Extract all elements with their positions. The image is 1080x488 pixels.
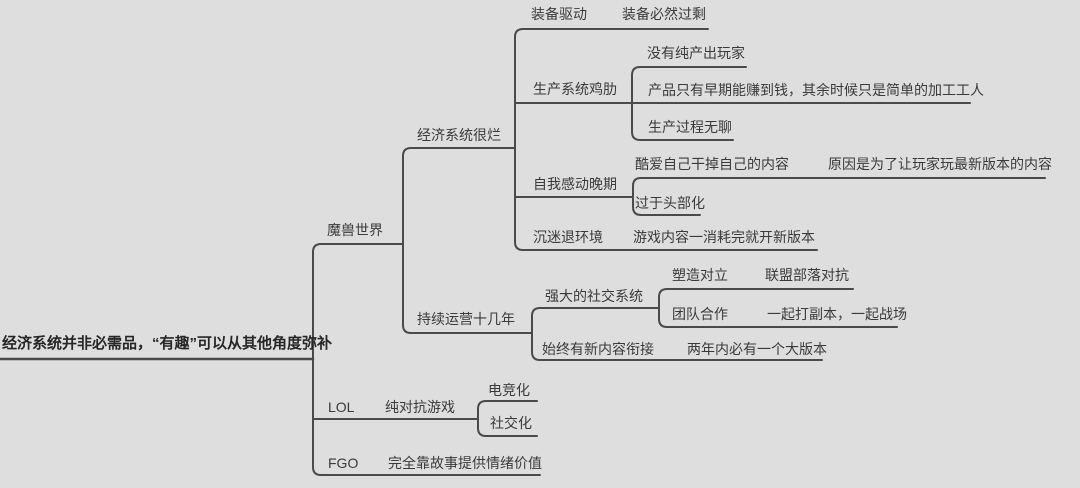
node-product-early-money[interactable]: 产品只有早期能赚到钱，其余时候只是简单的加工工人	[648, 82, 984, 98]
node-teamwork[interactable]: 团队合作	[672, 306, 728, 322]
node-socialization[interactable]: 社交化	[490, 415, 532, 431]
node-story-emotion-value[interactable]: 完全靠故事提供情绪价值	[388, 455, 542, 471]
connector-self-moved-children-bracket	[632, 177, 1046, 216]
node-esports[interactable]: 电竞化	[488, 382, 530, 398]
node-reason-new-version[interactable]: 原因是为了让玩家玩最新版本的内容	[828, 156, 1052, 172]
node-economy-bad[interactable]: 经济系统很烂	[417, 127, 501, 143]
connector-purepvp-children-bracket	[477, 400, 538, 437]
node-content-consumed[interactable]: 游戏内容一消耗完就开新版本	[633, 229, 815, 245]
node-wow[interactable]: 魔兽世界	[327, 222, 383, 238]
node-dungeon-battleground[interactable]: 一起打副本，一起战场	[767, 306, 907, 322]
node-addiction-retire[interactable]: 沉迷退环境	[533, 229, 603, 245]
node-no-pure-producer[interactable]: 没有纯产出玩家	[647, 45, 745, 61]
node-pure-pvp[interactable]: 纯对抗游戏	[385, 399, 455, 415]
node-production-boring[interactable]: 生产过程无聊	[648, 119, 732, 135]
node-alliance-horde[interactable]: 联盟部落对抗	[765, 267, 849, 283]
node-production-weak[interactable]: 生产系统鸡肋	[533, 81, 617, 97]
node-kill-own-content[interactable]: 酷爱自己干掉自己的内容	[635, 156, 789, 172]
node-lol[interactable]: LOL	[328, 399, 355, 415]
node-gear-surplus[interactable]: 装备必然过剩	[622, 6, 706, 22]
node-top-heavy[interactable]: 过于头部化	[635, 195, 705, 211]
node-new-content[interactable]: 始终有新内容衔接	[542, 341, 654, 357]
node-strong-social[interactable]: 强大的社交系统	[545, 288, 643, 304]
connector-root-children-bracket	[312, 243, 541, 476]
node-create-opposition[interactable]: 塑造对立	[672, 267, 728, 283]
connector-social-children-bracket	[658, 288, 898, 328]
connector-economy-children-bracket	[514, 28, 818, 251]
node-root[interactable]: 经济系统并非必需品，“有趣”可以从其他角度弥补	[2, 335, 333, 352]
node-big-version[interactable]: 两年内必有一个大版本	[687, 341, 827, 357]
node-gear-driven[interactable]: 装备驱动	[531, 6, 587, 22]
node-fgo[interactable]: FGO	[328, 455, 359, 471]
node-longevity[interactable]: 持续运营十几年	[417, 311, 515, 327]
connector-wow-children-bracket	[402, 147, 533, 334]
connector-production-children-bracket	[631, 66, 747, 141]
connector-longevity-children-bracket	[531, 307, 823, 361]
node-self-moved[interactable]: 自我感动晚期	[533, 176, 617, 192]
